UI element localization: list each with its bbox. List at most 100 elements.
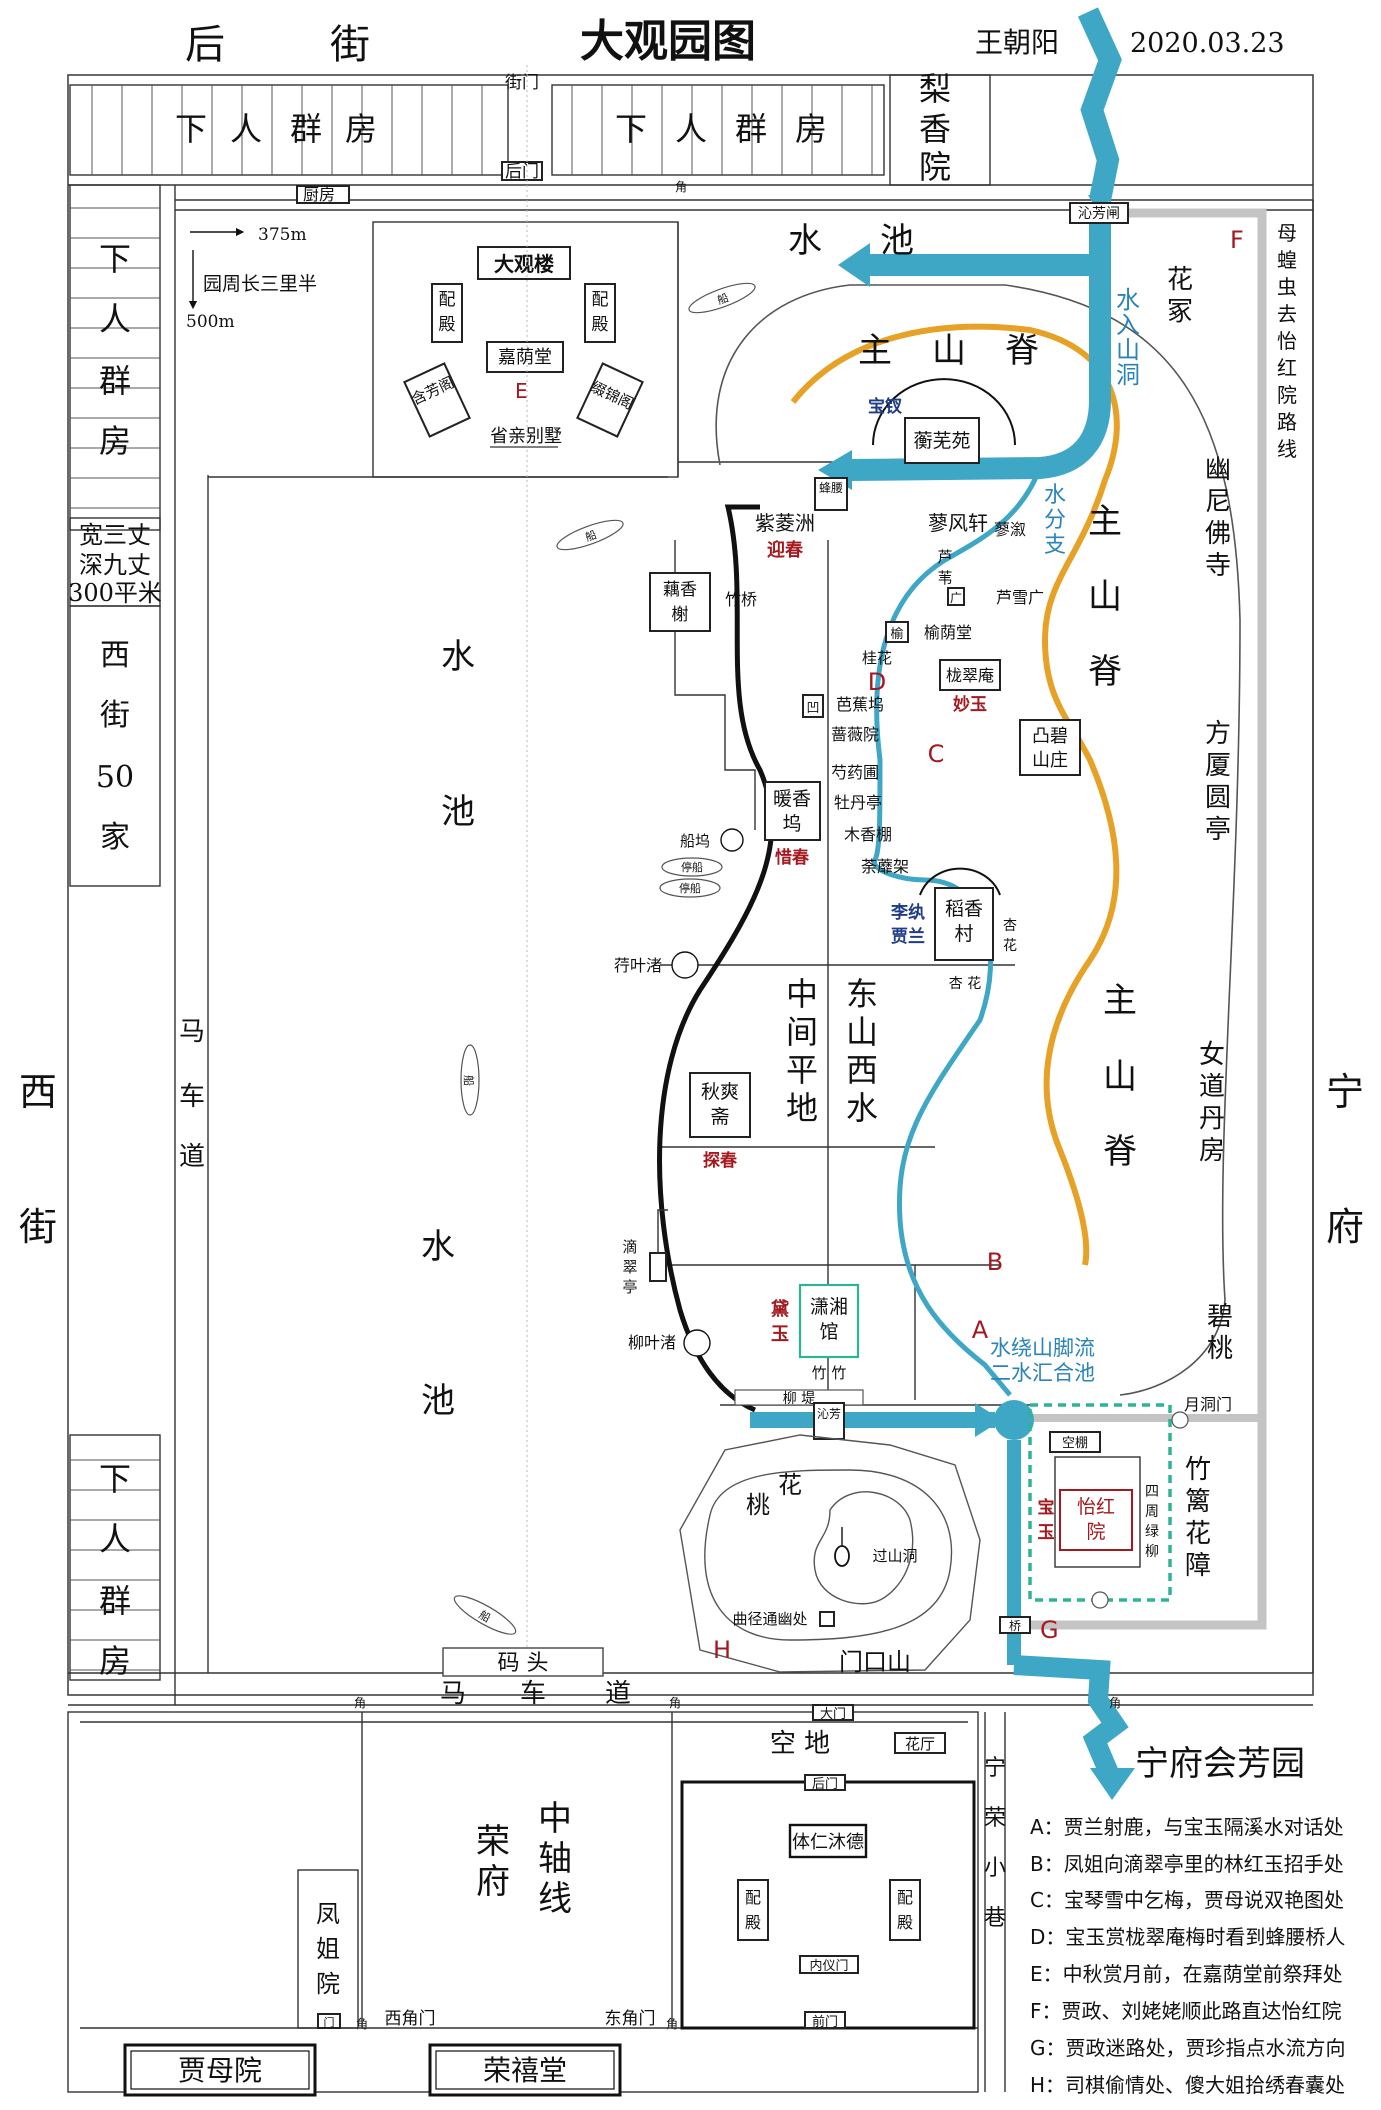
rongfu-area: 空 地 花厅 大门 后门 体仁沐德 配 殿 配 殿 内仪门 前门 荣 府 中 轴… bbox=[67, 1704, 1305, 2097]
youni-2: 尼 bbox=[1205, 487, 1231, 517]
ao: 凹 bbox=[806, 701, 819, 716]
yihong-2: 院 bbox=[1086, 1521, 1105, 1543]
servant-left-5: 下 bbox=[99, 1460, 131, 1498]
servant-left-3: 群 bbox=[99, 362, 131, 400]
back-street-label-2: 街 bbox=[330, 22, 370, 68]
enter-2: 入 bbox=[1116, 311, 1140, 339]
dongshan-1: 东 bbox=[846, 975, 878, 1013]
west-street-label-2: 街 bbox=[19, 1205, 57, 1249]
ridge-top-3: 脊 bbox=[1005, 331, 1039, 371]
yingchun: 迎春 bbox=[767, 539, 804, 561]
servant-top-4: 房 bbox=[345, 110, 377, 148]
yuedongmen: 月洞门 bbox=[1184, 1395, 1232, 1414]
dian-left: 殿 bbox=[439, 315, 456, 335]
yuyin: 榆荫堂 bbox=[924, 623, 972, 642]
servant-left-1: 下 bbox=[99, 240, 131, 278]
ridge-bot-2: 山 bbox=[1103, 1057, 1137, 1097]
carriage-bot-3: 道 bbox=[605, 1679, 631, 1709]
daiyu-2: 玉 bbox=[771, 1324, 789, 1345]
jiao-top: 角 bbox=[675, 180, 687, 194]
youni-4: 寺 bbox=[1205, 551, 1231, 581]
servant-left-8: 房 bbox=[99, 1642, 131, 1680]
pond-2b: 池 bbox=[421, 1381, 455, 1421]
ridge-bot-1: 主 bbox=[1103, 981, 1137, 1021]
dicui-3: 亭 bbox=[622, 1278, 637, 1296]
servant-top-7: 群 bbox=[735, 110, 767, 148]
branch-1: 水 bbox=[1044, 483, 1066, 508]
muhuang-char: 路 bbox=[1277, 410, 1297, 434]
scale-h: 500m bbox=[186, 312, 235, 332]
enter-1: 水 bbox=[1116, 286, 1140, 314]
boat-3: 船 bbox=[460, 1044, 480, 1116]
baochai: 宝钗 bbox=[868, 396, 902, 417]
confluence-1: 水绕山脚流 bbox=[990, 1336, 1095, 1360]
letter-A: A bbox=[972, 1316, 989, 1344]
legend-f: F：贾政、刘姥姥顺此路直达怡红院 bbox=[1030, 1999, 1342, 2023]
damen: 大门 bbox=[820, 1707, 846, 1722]
boat-4: 船 bbox=[453, 1595, 517, 1635]
branch-2: 分 bbox=[1044, 508, 1066, 533]
zhuli-2: 篱 bbox=[1185, 1487, 1211, 1517]
header: 后 街 大观园图 王朝阳 2020.03.23 bbox=[185, 16, 1285, 68]
spec-2: 深九丈 bbox=[79, 551, 151, 579]
ouxiang-2: 榭 bbox=[672, 605, 689, 625]
muxiang: 木香棚 bbox=[844, 825, 892, 844]
qiao: 桥 bbox=[1009, 1619, 1021, 1633]
muhuang-char: 母 bbox=[1277, 221, 1297, 245]
ridge-top-1: 主 bbox=[858, 331, 892, 371]
legend: A：贾兰射鹿，与宝玉隔溪水对话处 B：凤姐向滴翠亭里的林红玉招手处 C：宝琴雪中… bbox=[1030, 1815, 1346, 2097]
zhuqiao: 竹桥 bbox=[725, 590, 757, 609]
qujing: 曲径通幽处 bbox=[732, 1610, 807, 1628]
huazhong-1: 花 bbox=[1167, 265, 1193, 295]
jialan: 贾兰 bbox=[891, 926, 925, 947]
svg-text:船: 船 bbox=[715, 290, 730, 307]
branch-3: 支 bbox=[1044, 533, 1066, 558]
luwei-1: 芦 bbox=[937, 548, 952, 566]
lixiang-2: 香 bbox=[919, 110, 951, 148]
svg-text:船: 船 bbox=[462, 1075, 476, 1086]
carriage-bot-2: 车 bbox=[520, 1679, 546, 1709]
qinfang-bridge: 沁芳 bbox=[817, 1407, 841, 1421]
fifty-1: 西 bbox=[100, 638, 130, 673]
ridge-mid-1: 主 bbox=[1088, 502, 1122, 542]
rong-pei-l: 配 bbox=[745, 1888, 761, 1907]
servant-top-1: 下 bbox=[175, 110, 207, 148]
tingchuan-1: 停船 bbox=[681, 860, 703, 874]
qiushuang-1: 秋爽 bbox=[701, 1081, 739, 1103]
dongshan-4: 水 bbox=[846, 1089, 878, 1127]
pond-2a: 水 bbox=[421, 1227, 455, 1267]
rongxi: 荣禧堂 bbox=[483, 2054, 567, 2087]
ningrong-2: 荣 bbox=[984, 1806, 1006, 1831]
letter-D: D bbox=[868, 668, 886, 696]
huazhong-2: 冢 bbox=[1167, 297, 1193, 327]
bitao-2: 桃 bbox=[1207, 1334, 1233, 1364]
servant-top-3: 群 bbox=[290, 110, 322, 148]
longcui: 栊翠庵 bbox=[946, 666, 994, 685]
zhongjian-4: 地 bbox=[786, 1089, 818, 1127]
guihua: 桂花 bbox=[862, 649, 892, 667]
muhuang-char: 红 bbox=[1277, 356, 1297, 380]
bitao-1: 碧 bbox=[1207, 1302, 1233, 1332]
pond-1b: 池 bbox=[441, 792, 475, 832]
ridge-bot-3: 脊 bbox=[1103, 1132, 1137, 1172]
rong-pei-r: 配 bbox=[897, 1888, 913, 1907]
jiao-marker: 角 bbox=[354, 1696, 366, 1710]
zhongzhou-2: 轴 bbox=[538, 1839, 572, 1879]
qiangwei: 蔷薇院 bbox=[831, 725, 879, 744]
carriage-bot-1: 马 bbox=[440, 1679, 466, 1709]
zhuli-4: 障 bbox=[1185, 1551, 1211, 1581]
houmen-rong: 后门 bbox=[812, 1777, 838, 1792]
carriage-left-3: 道 bbox=[179, 1142, 205, 1172]
kongdi: 空 地 bbox=[770, 1729, 830, 1759]
nuanxiang-1: 暖香 bbox=[773, 788, 811, 810]
servant-top-5: 下 bbox=[615, 110, 647, 148]
qiushuang-2: 斋 bbox=[710, 1106, 729, 1128]
daoxiang-1: 稻香 bbox=[945, 898, 983, 920]
fengjie-men: 门 bbox=[324, 2015, 335, 2029]
svg-text:船: 船 bbox=[583, 527, 598, 544]
carriage-left-2: 车 bbox=[179, 1082, 205, 1112]
chuanwu: 船坞 bbox=[680, 832, 710, 850]
muhuang-char: 去 bbox=[1277, 302, 1297, 326]
nvdao-4: 房 bbox=[1199, 1136, 1225, 1166]
ningfu-huifang: 宁府会芳园 bbox=[1135, 1744, 1305, 1784]
